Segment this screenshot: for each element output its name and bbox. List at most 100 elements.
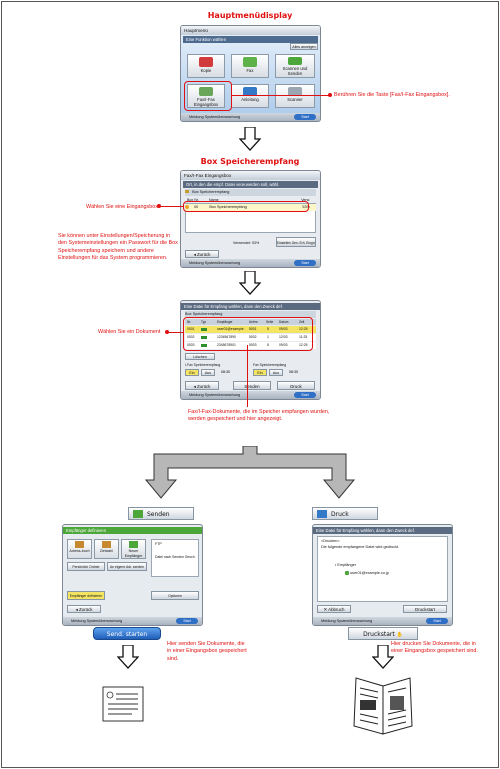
options-button[interactable]: Optionen (151, 591, 199, 600)
send-to-myself-button[interactable]: An eigene Adr. senden (107, 562, 147, 571)
box-name: Box Speicherempfang (209, 205, 247, 209)
back-label: Zurück (79, 607, 93, 612)
abort-button[interactable]: ✕ Abbruch (317, 605, 351, 613)
one-touch-tile[interactable]: Zielwahl (94, 539, 119, 559)
document-list-screen: Eine Datei für Empfang wählen, dann den … (180, 300, 321, 400)
one-touch-icon (102, 541, 111, 548)
box-tab[interactable]: Box Speicherempfang (185, 311, 316, 318)
screen-instruction: Ort, in den die empf. Datei verw.werden … (183, 181, 318, 188)
document-row[interactable]: 0001 user01@example. 5001 5 09/03 12:25 (185, 326, 316, 333)
scanner-label: Scanner (287, 97, 303, 102)
print-button[interactable]: Druck (277, 381, 315, 390)
send-mode-button[interactable]: Senden (128, 507, 194, 520)
note-print-docs: Hier drucken Sie Dokumente, die in einer… (391, 641, 478, 655)
col-date: Datum (279, 320, 289, 324)
print-label: <Drucken> (321, 539, 340, 543)
file-send-entry[interactable]: Datei nach Senden Gesch. (155, 555, 196, 559)
scan-send-icon (288, 57, 302, 65)
doc-recipient: 1234567890 (217, 335, 236, 339)
start-button[interactable]: Start (294, 392, 316, 398)
note-press-key: Berühren Sie die Taste [Fax/I-Fax Eingan… (334, 92, 450, 98)
pointer-vertical (247, 345, 248, 407)
status-footer[interactable]: Meldung Systemüberwachung (181, 259, 320, 267)
status-footer[interactable]: Meldung Systemüberwachung (181, 391, 320, 399)
document-row[interactable]: 0002 1234567890 5002 1 12/03 11:25 (185, 334, 316, 341)
fax-doc-icon (201, 328, 207, 331)
pointer-line (168, 332, 183, 333)
used-total: Verwendet: 53% (233, 241, 260, 245)
print-start-button[interactable]: Druckstart ✋ (348, 627, 418, 640)
status-footer[interactable]: Meldung Systemüberwachung (63, 617, 202, 625)
doc-request: 5002 (249, 335, 257, 339)
ifax-on-button[interactable]: Ein (185, 369, 199, 376)
status-footer[interactable]: Meldung Systemüberwachung (313, 617, 452, 625)
send-mode-label: Senden (147, 511, 170, 518)
guide-tile[interactable]: Anleitung (231, 84, 269, 108)
doc-date: 09/03 (279, 327, 288, 331)
doc-request: 5003 (249, 343, 257, 347)
ftp-entry[interactable]: FTP (155, 542, 162, 546)
fax-tile[interactable]: Fax (231, 54, 269, 78)
copy-tile[interactable]: Kopie (187, 54, 225, 78)
back-arrow-icon: ◂ (193, 384, 197, 389)
start-button[interactable]: Start (294, 260, 316, 266)
address-book-tile[interactable]: Adress-buch (67, 539, 92, 559)
copy-icon (199, 57, 213, 67)
col-time: Zeit (299, 320, 305, 324)
print-mode-button[interactable]: Druck (312, 507, 378, 520)
fax-off-button[interactable]: Aus (269, 369, 283, 376)
start-button[interactable]: Start (426, 618, 448, 624)
box-row[interactable]: 00 Box Speicherempfang 53% (185, 204, 316, 211)
send-button[interactable]: Senden (233, 381, 271, 390)
box-memory-title: Box Speicherempfang (200, 157, 300, 166)
fax-inbox-tile[interactable]: Fax/I-Fax Eingangsbox (187, 84, 225, 108)
highlight-document-list (183, 317, 313, 351)
delete-button[interactable]: Löschen (185, 353, 215, 360)
document-row[interactable]: 0003 2345678901 5003 5 09/03 12:25 (185, 342, 316, 349)
scanner-tile[interactable]: Scanner (275, 84, 315, 108)
sent-document-icon (102, 686, 144, 722)
back-button[interactable]: ◂ Zurück (185, 250, 219, 258)
col-type: Typ (201, 320, 207, 324)
inbox-select-screen: Fax/I-Fax Eingangsbox Ort, in den die em… (180, 170, 321, 268)
down-arrow-icon (117, 645, 139, 669)
print-screen: Eine Datei für Empfang wählen, dann den … (312, 524, 453, 626)
show-all-button[interactable]: Alles anzeigen (290, 43, 318, 50)
ifax-off-button[interactable]: Aus (201, 369, 215, 376)
start-button[interactable]: Start (176, 618, 198, 624)
recipient-label-text: Empfänger (337, 563, 356, 567)
down-arrow-icon (239, 127, 261, 151)
back-label: Zurück (197, 252, 211, 257)
pointer-line (232, 95, 330, 96)
fax-memory-label: Fax Speicherempfang (253, 363, 287, 367)
start-button[interactable]: Start (294, 114, 316, 120)
personal-folder-button[interactable]: Persönlich Ordner (67, 562, 105, 571)
print-dialog (317, 536, 448, 602)
fax-icon (243, 57, 257, 67)
define-recipient-button[interactable]: Empfänger definieren (67, 591, 105, 600)
main-menu-screen: Hauptmenü Eine Funktion wählen Alles anz… (180, 25, 321, 122)
printed-booklet-icon (353, 677, 413, 735)
fax-on-button[interactable]: Ein (253, 369, 267, 376)
back-button[interactable]: ◂ Zurück (67, 605, 101, 613)
status-footer[interactable]: Meldung Systemüberwachung (181, 113, 320, 121)
doc-recipient: 2345678901 (217, 343, 236, 347)
note-docs-stored: Fax/I-Fax-Dokumente, die im Speicher emp… (188, 409, 330, 423)
fax-label: Fax (246, 68, 254, 73)
new-recipient-tile[interactable]: Neuer Empfänger (121, 539, 146, 559)
send-start-button[interactable]: Send. starten (93, 627, 161, 640)
doc-request: 5001 (249, 327, 257, 331)
scan-send-tile[interactable]: Scannen und Senden (275, 54, 315, 78)
doc-time: 12:25 (299, 343, 308, 347)
box-tab[interactable]: Box Speicherempfang (185, 189, 316, 196)
ifax-memory-label: I-Fax Speicherempfang (185, 363, 221, 367)
print-start-small-button[interactable]: Druckstart (403, 605, 447, 613)
pointer-dot (328, 93, 332, 97)
branch-arrow-icon (144, 446, 356, 499)
box-settings-button[interactable]: Einstellen Gen. Erh. Eing.box (276, 237, 316, 247)
box-tab-label: Box Speicherempfang (185, 312, 223, 316)
back-button[interactable]: ◂ Zurück (185, 381, 219, 390)
document-header (185, 319, 316, 325)
print-message: Die folgende empfangene Datei wird gedru… (321, 545, 400, 549)
